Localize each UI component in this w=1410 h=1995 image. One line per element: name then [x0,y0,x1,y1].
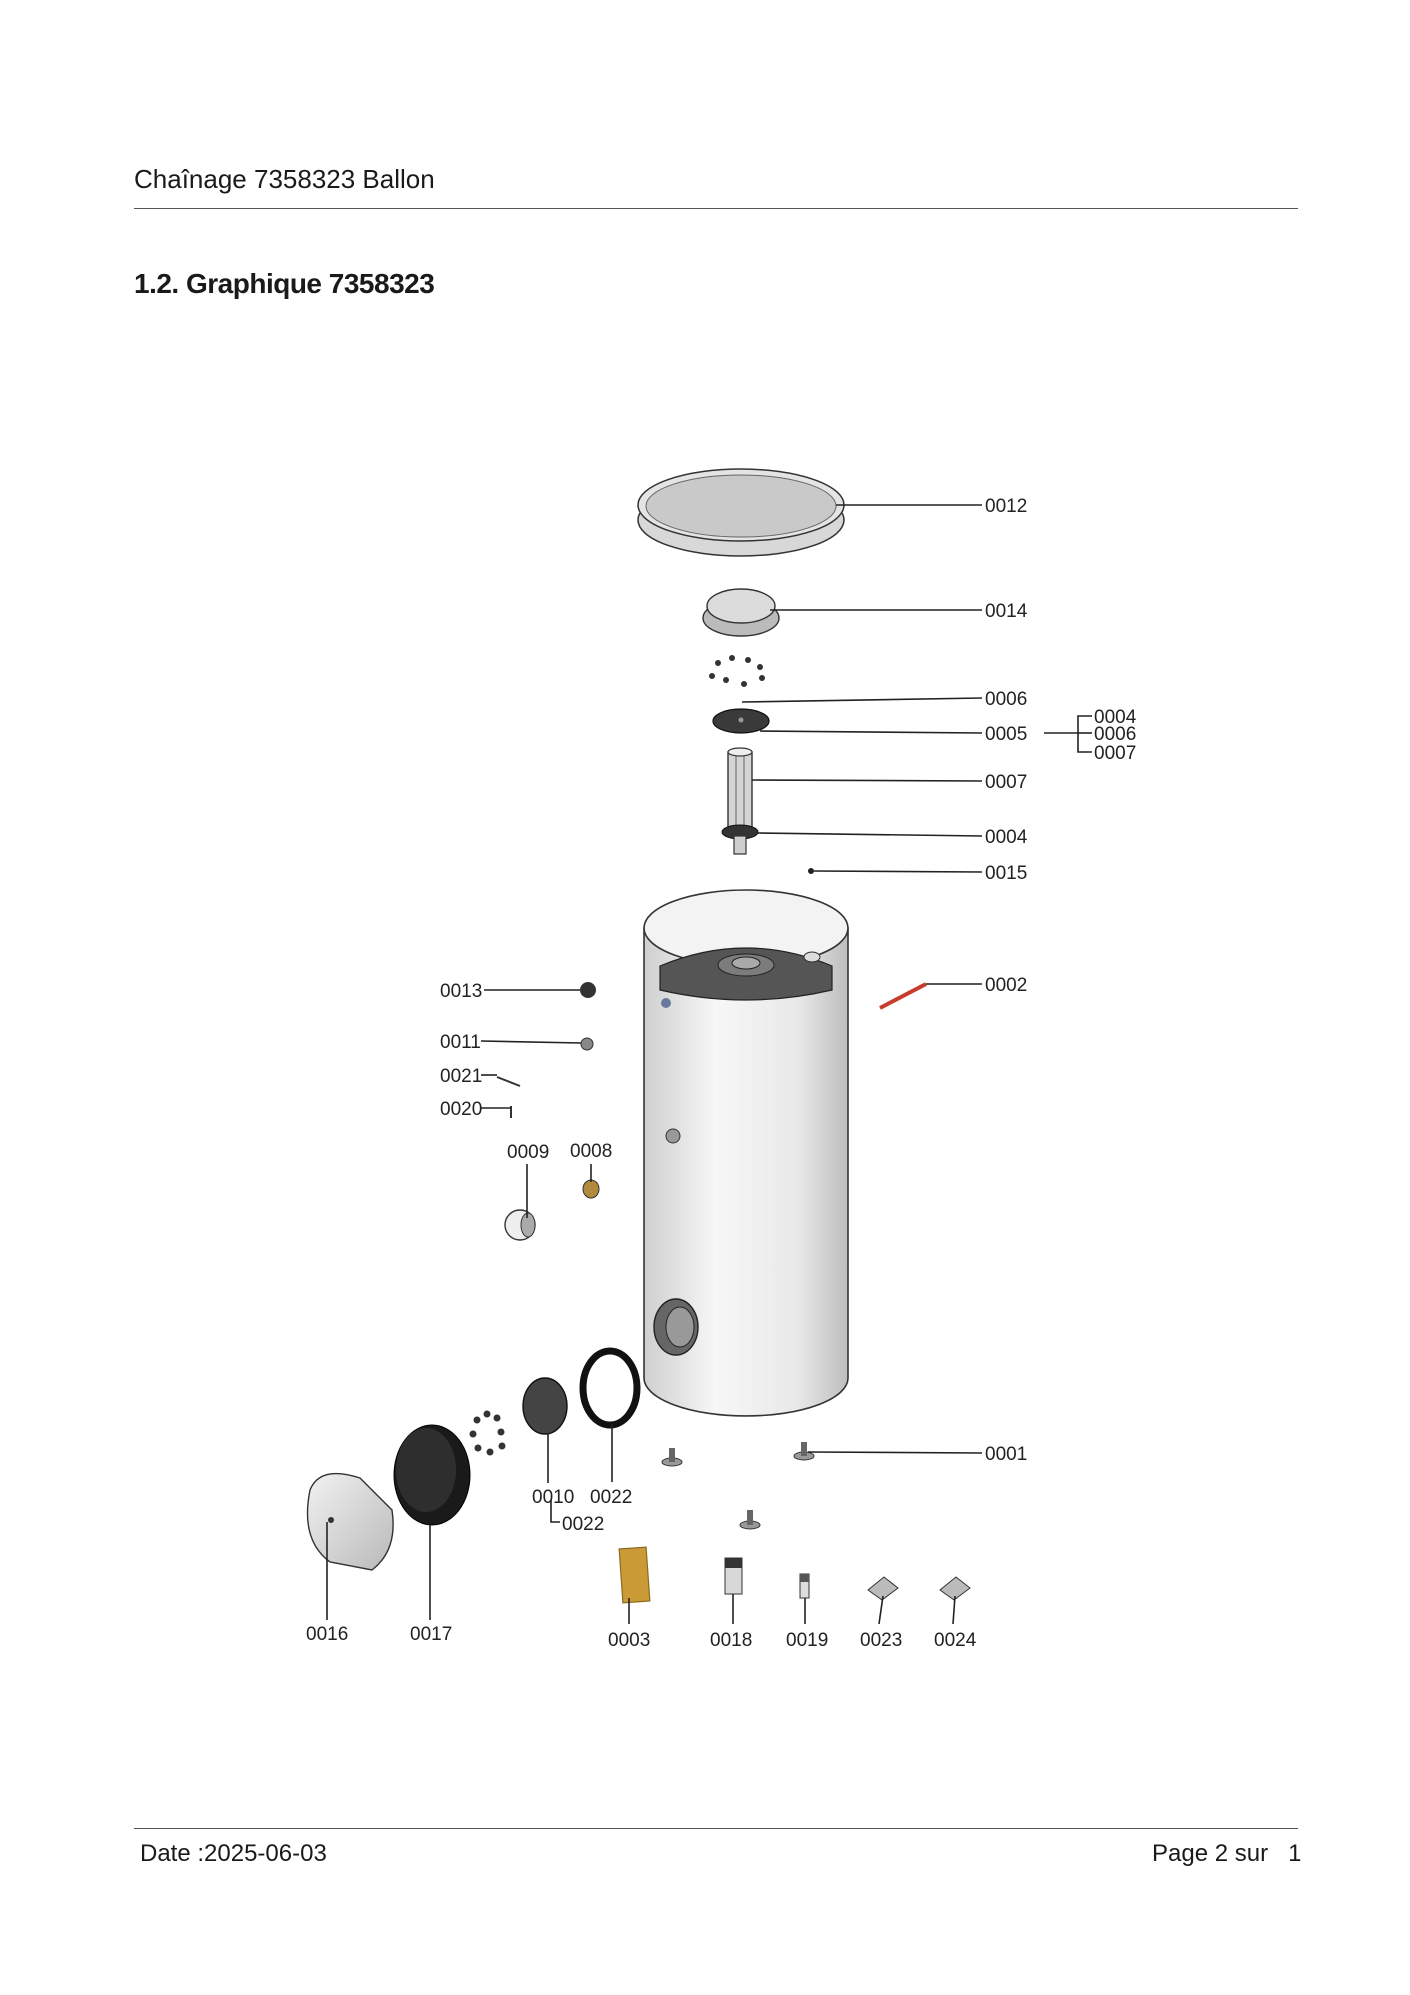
callout-0002: 0002 [985,975,1027,996]
brass-fitting-part [582,1179,600,1199]
screw-set-part [709,655,765,687]
callout-0007: 0007 [985,772,1027,793]
callout-0003: 0003 [608,1630,650,1651]
heating-element-part [727,747,753,833]
callout-0016: 0016 [306,1624,348,1645]
pin-part-0021 [496,1076,521,1087]
sensor-pin-part [808,868,814,874]
callout-0005: 0005 [985,724,1027,745]
plug-part-0013 [580,982,596,998]
callout-0008: 0008 [570,1141,612,1162]
callout-0001: 0001 [985,1444,1027,1465]
callout-0021: 0021 [440,1066,482,1087]
bracket-part-0023 [867,1576,899,1601]
callout-0012: 0012 [985,496,1027,517]
callout-0014: 0014 [985,601,1028,622]
anode-part [618,1546,651,1604]
footer-divider [134,1828,1298,1829]
callout-sub-0006: 0006 [1094,724,1136,745]
element-gasket-part [721,824,759,855]
connector-part-0019 [799,1573,810,1599]
flange-cover-part [306,1472,394,1571]
callout-0010: 0010 [532,1487,574,1508]
callout-0022-b: 0022 [562,1514,604,1535]
insulation-cap-part [702,588,780,637]
bracket-part-0024 [939,1576,971,1601]
flange-screws-part [469,1410,506,1456]
callout-0013: 0013 [440,981,482,1002]
section-title: 1.2. Graphique 7358323 [134,268,435,299]
callout-0024: 0024 [934,1630,977,1651]
callout-0017: 0017 [410,1624,452,1645]
leader-lines [326,504,1092,1625]
callout-0020: 0020 [440,1099,482,1120]
callout-sub-0007: 0007 [1094,743,1136,764]
callout-0018: 0018 [710,1630,752,1651]
callout-0019: 0019 [786,1630,828,1651]
fitting-part-0018 [724,1557,743,1595]
tank-body-part [643,889,849,1417]
footer-date: Date :2025-06-03 [140,1840,327,1867]
callout-sub-0004: 0004 [1094,707,1137,728]
insulation-disk-part [393,1424,471,1526]
callout-0015: 0015 [985,863,1027,884]
callout-0009: 0009 [507,1142,549,1163]
top-lid-part [637,468,845,557]
callout-0023: 0023 [860,1630,902,1651]
inspection-flange-part [522,1377,568,1435]
footer-page-number: Page 2 sur 1 [1152,1840,1302,1867]
flange-gasket-ring-part [579,1347,641,1429]
plug-part-0011 [580,1037,594,1051]
callout-0022-a: 0022 [590,1487,632,1508]
adjustable-feet-part [661,1442,815,1530]
document-header-title: Chaînage 7358323 Ballon [134,164,435,194]
callout-0004: 0004 [985,827,1028,848]
thermostat-probe-part [879,982,927,1010]
callout-0011: 0011 [440,1032,481,1053]
header-divider [134,208,1298,209]
flange-plate-part [712,708,770,734]
callout-0006: 0006 [985,689,1027,710]
thermometer-part [504,1209,536,1241]
